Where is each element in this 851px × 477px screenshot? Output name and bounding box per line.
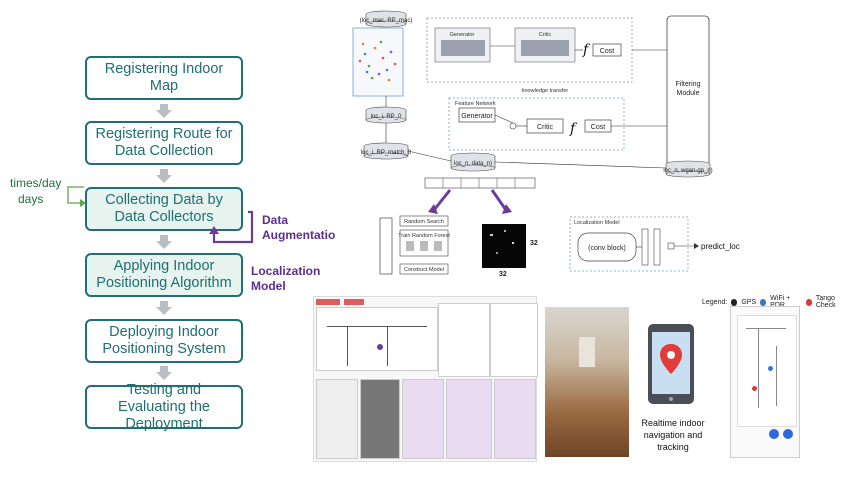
- conv-block-label: (conv block): [588, 245, 626, 252]
- step-registering-indoor-map: Registering Indoor Map: [85, 56, 243, 100]
- step-label: Registering Route for Data Collection: [95, 126, 233, 159]
- settings-screenshot-2: [490, 303, 538, 377]
- loop-label-days: days: [18, 192, 44, 206]
- wgan-architecture-diagram: (loc_mac, RP_mac) Generator Critic f Cos…: [352, 10, 713, 189]
- down-arrow-icon: [156, 235, 172, 249]
- map-legend: Legend: GPS WiFi + PDR Tango Check: [702, 295, 851, 309]
- step-label: Registering Indoor Map: [104, 61, 224, 94]
- critic-layers: [521, 40, 569, 56]
- matrix-width-label: 32: [499, 271, 507, 278]
- generator-label-2: Generator: [461, 113, 493, 120]
- down-arrow-icon: [156, 301, 172, 315]
- generator-layers: [441, 40, 485, 56]
- phone-screenshot-4: [446, 379, 492, 459]
- down-arrow-icon: [156, 169, 172, 183]
- step-label: Deploying Indoor Positioning System: [102, 324, 226, 357]
- step-label: Applying Indoor Positioning Algorithm: [96, 258, 232, 291]
- transfer-label: knowledge transfer: [522, 88, 569, 94]
- db-wgan-label: loc_n, wgan-gp_n): [663, 168, 712, 174]
- db-cylinder-rp-match: loc_i, RP_match_0: [361, 142, 412, 160]
- cost-box-top: [592, 43, 622, 57]
- train-random-forest-label: Train Random Forest: [398, 233, 450, 239]
- predict-loc-label: predict_loc: [701, 242, 740, 251]
- augmentation-arrow: [209, 210, 254, 244]
- function-symbol: f: [582, 42, 591, 58]
- realtime-navigation-caption: Realtime indoor navigation and tracking: [641, 418, 705, 452]
- merge-node: [509, 122, 517, 130]
- step-label: Collecting Data by Data Collectors: [105, 192, 223, 225]
- filtering-label-1: Filtering: [676, 81, 701, 88]
- step-testing-evaluating: Testing and Evaluating the Deployment: [85, 382, 243, 432]
- localization-label-1: Localization: [251, 264, 321, 278]
- augmentation-label-1: Data: [262, 213, 289, 227]
- cost-label-top: Cost: [600, 48, 614, 55]
- data-collection-app-collage: [313, 296, 538, 462]
- down-arrow-icon: [156, 366, 172, 380]
- feature-network-region: [448, 97, 625, 151]
- fingerprint-image: [482, 224, 526, 268]
- critic-label-2: Critic: [537, 124, 553, 131]
- gps-marker-icon: [731, 298, 738, 306]
- tango-marker-icon: [805, 298, 812, 306]
- step-deploying-system: Deploying Indoor Positioning System: [85, 319, 243, 363]
- filtering-label-2: Module: [677, 90, 700, 97]
- db-rp-label: loc_i, RP_0: [371, 114, 402, 120]
- feature-network-label: Feature Network: [455, 101, 496, 107]
- navigation-app-screenshot: [730, 306, 800, 458]
- db-top-label: (loc_mac, RP_mac): [360, 18, 413, 24]
- map-action-button[interactable]: [769, 429, 779, 439]
- hallway-photo: [545, 307, 629, 457]
- cost-label-bottom: Cost: [591, 124, 605, 131]
- scatter-plot-panel: [352, 27, 404, 97]
- localization-model-diagram: Localization Model (conv block) predict_…: [569, 216, 740, 272]
- scatter-points: [358, 40, 397, 82]
- localization-label-2: Model: [251, 279, 286, 293]
- augmentation-label-2: Augmentatio: [262, 228, 336, 242]
- step-applying-algorithm: Applying Indoor Positioning Algorithm: [85, 253, 243, 297]
- data-table-strip: [424, 177, 536, 189]
- random-forest-diagram: Random Search Train Random Forest Constr…: [379, 215, 450, 275]
- critic-label: Critic: [539, 32, 552, 38]
- construct-model-label: Construct Model: [404, 267, 444, 273]
- db-data-label: loc_n, data_n): [454, 161, 492, 167]
- repeat-loop-arrow: [67, 186, 86, 207]
- function-symbol-2: f: [569, 121, 578, 137]
- db-cylinder-top: (loc_mac, RP_mac): [360, 10, 413, 28]
- step-collecting-data: Collecting Data by Data Collectors: [85, 187, 243, 231]
- phone-screenshot-1: [316, 379, 358, 459]
- db-cylinder-rp: loc_i, RP_0: [365, 106, 407, 124]
- split-arrows: [428, 189, 512, 214]
- indoor-map-view: [737, 315, 797, 427]
- matrix-height-label: 32: [530, 240, 538, 247]
- legend-gps: GPS: [741, 298, 757, 306]
- loop-label-times: times/day: [10, 176, 62, 190]
- legend-tango: Tango Check: [815, 295, 836, 309]
- localization-model-label: Localization Model: [574, 220, 620, 226]
- floor-map-screenshot: [316, 307, 438, 371]
- wifi-pdr-marker-icon: [760, 298, 767, 306]
- step-registering-route: Registering Route for Data Collection: [85, 121, 243, 165]
- db-cylinder-data: loc_n, data_n): [450, 152, 496, 172]
- step-label: Testing and Evaluating the Deployment: [118, 381, 210, 432]
- phone-screenshot-3: [402, 379, 444, 459]
- phone-screenshot-2: [360, 379, 400, 459]
- dataset-axis-box: [379, 217, 393, 275]
- random-search-label: Random Search: [404, 219, 444, 225]
- down-arrow-icon: [156, 104, 172, 118]
- app-button-red-2: [344, 299, 364, 305]
- phone-screenshot-5: [494, 379, 536, 459]
- app-button-red: [316, 299, 340, 305]
- map-action-button-2[interactable]: [783, 429, 793, 439]
- legend-prefix: Legend:: [702, 298, 728, 306]
- generator-label: Generator: [450, 32, 475, 38]
- tablet-location-pin-icon: [648, 324, 694, 404]
- legend-wifi-pdr: WiFi + PDR: [770, 295, 791, 309]
- db-cylinder-wgan: loc_n, wgan-gp_n): [663, 160, 713, 178]
- db-rp-match-label: loc_i, RP_match_0: [361, 150, 412, 156]
- settings-screenshot: [438, 303, 490, 377]
